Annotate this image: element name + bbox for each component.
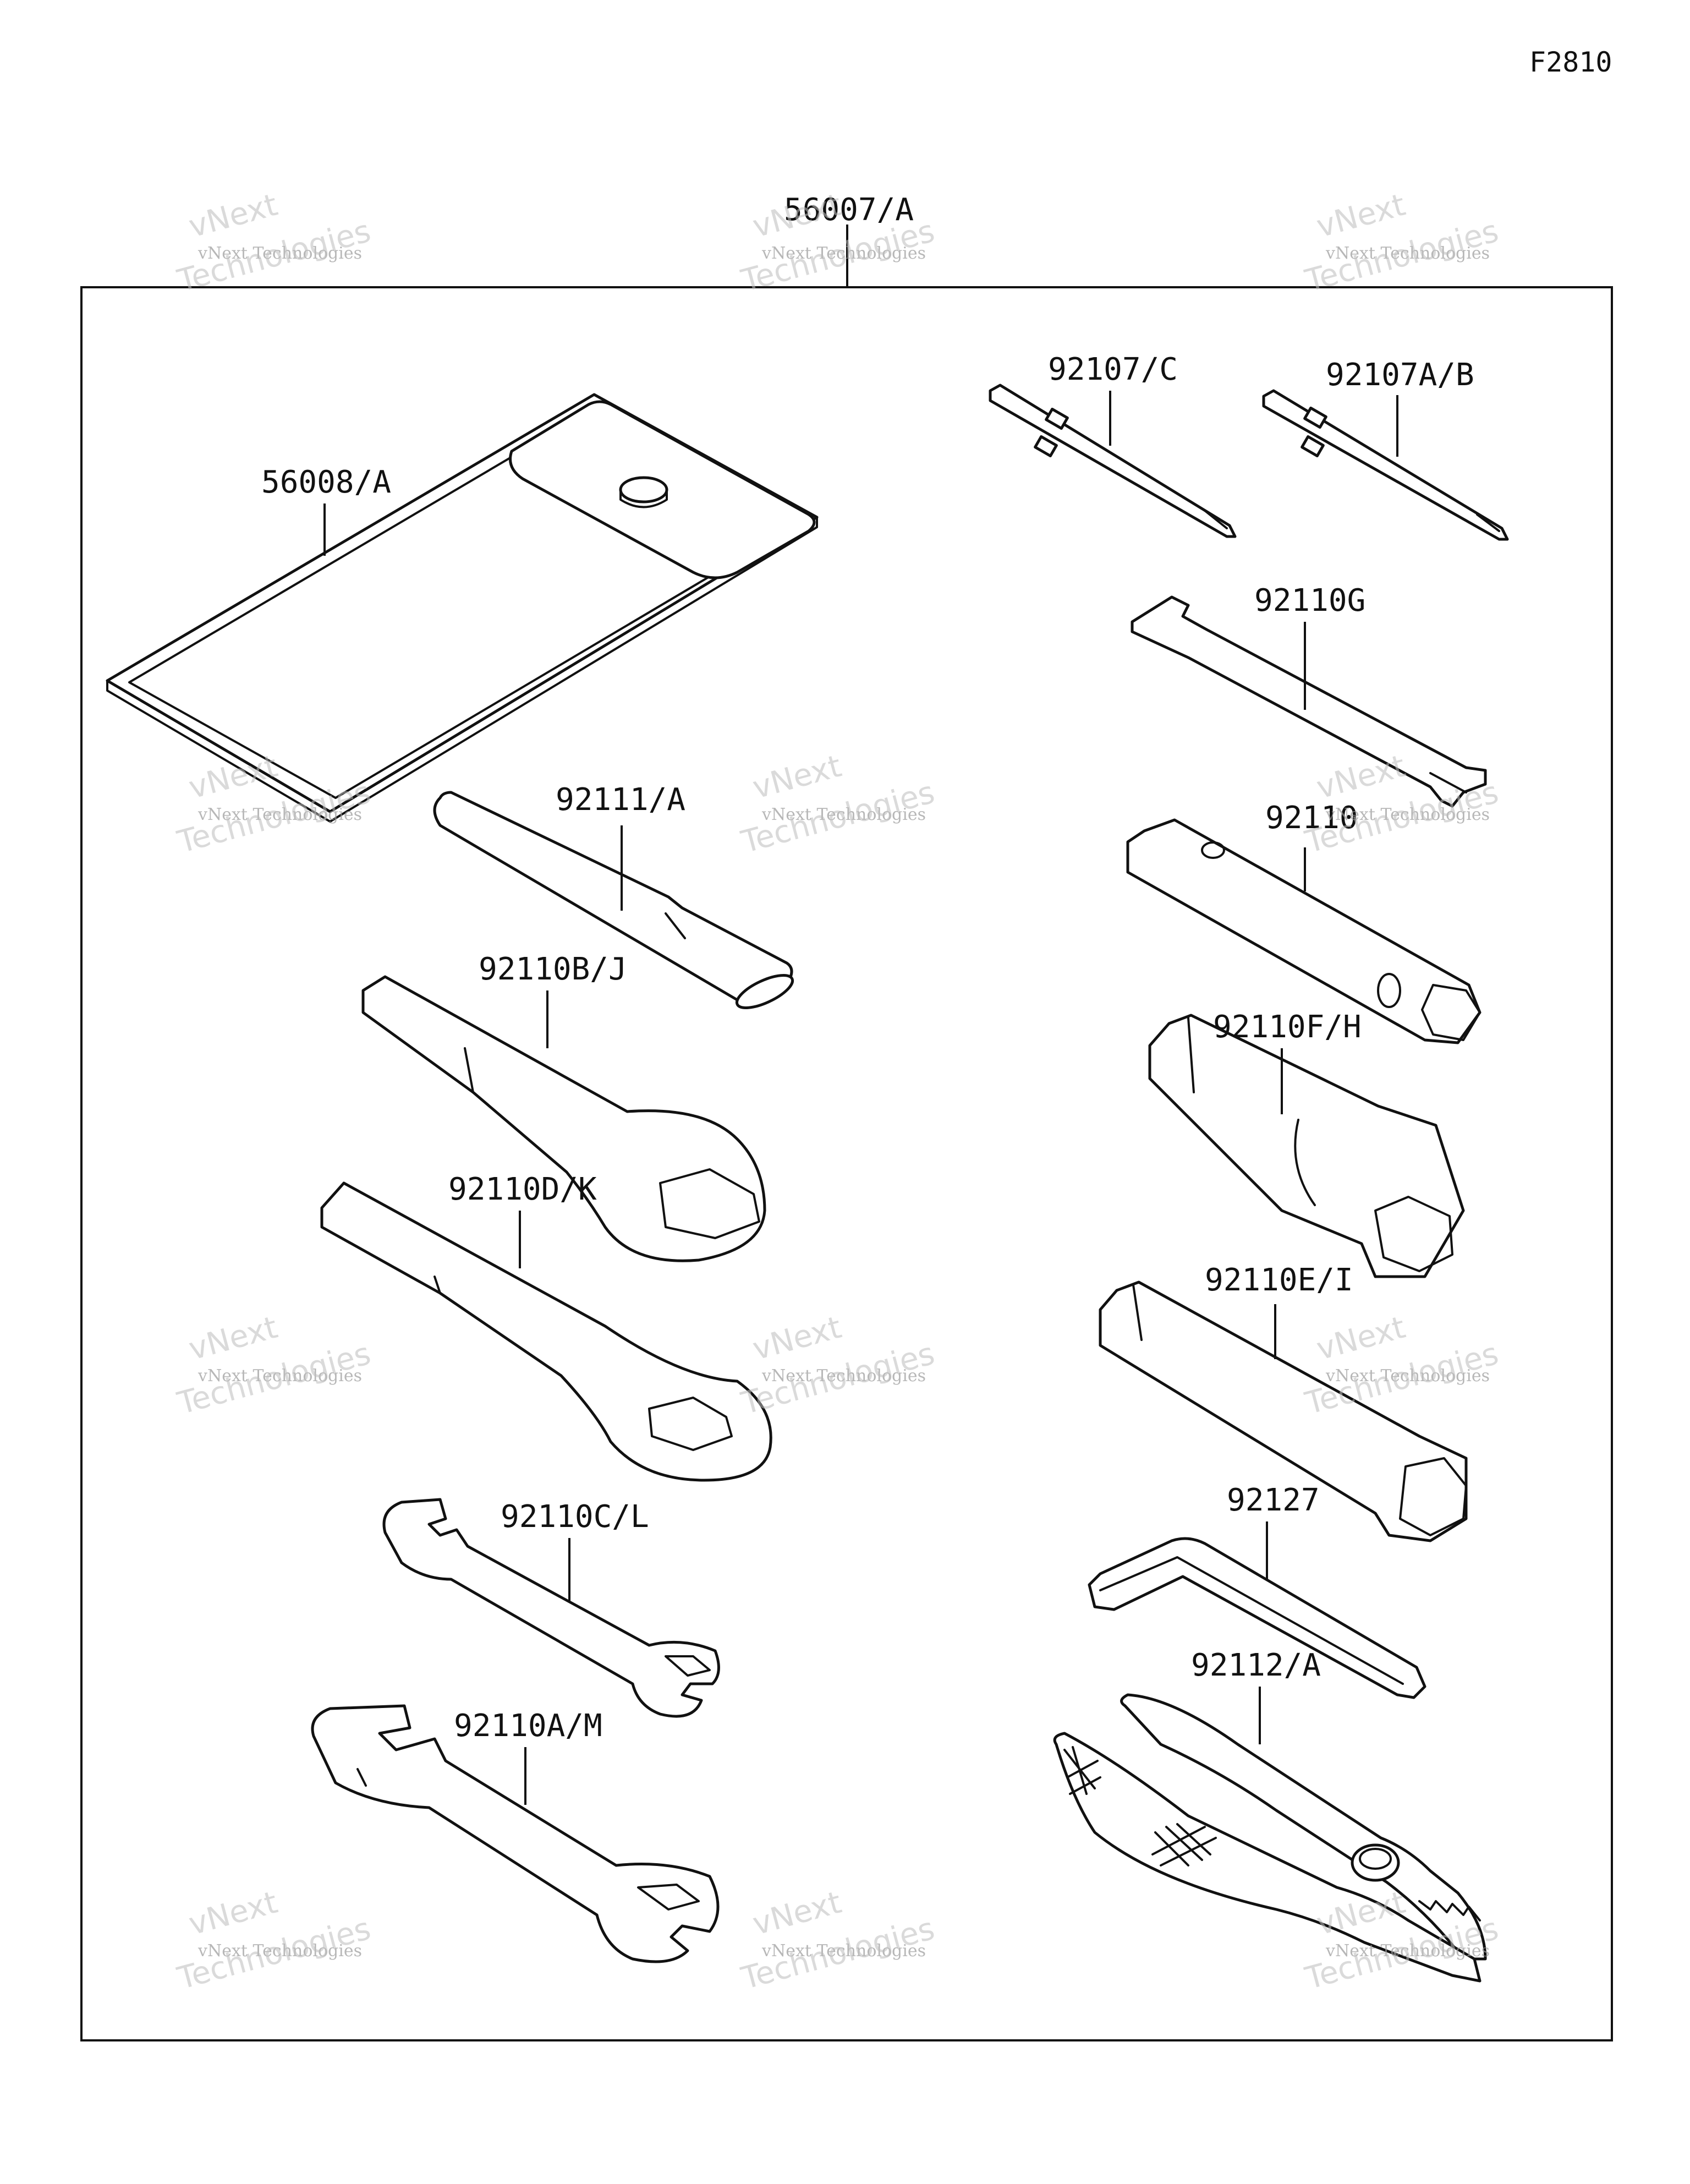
watermark: vNext vNext Technologies Technologies	[1301, 187, 1502, 299]
svg-text:vNext: vNext	[1313, 1310, 1409, 1367]
watermark: vNext vNext Technologies Technologies	[173, 1310, 374, 1422]
pliers-92112[interactable]	[1053, 1693, 1487, 1983]
svg-text:vNext: vNext	[185, 748, 281, 806]
callout-92107[interactable]: 92107/C	[1048, 352, 1178, 446]
callout-92110am[interactable]: 92110A/M	[454, 1708, 602, 1805]
svg-text:vNext Technologies: vNext Technologies	[1325, 805, 1490, 824]
screwdriver-bit-92107a[interactable]	[1262, 389, 1509, 541]
callout-92111[interactable]: 92111/A	[556, 782, 685, 911]
part-label-92110dk: 92110D/K	[448, 1172, 597, 1207]
spoke-wrench-92110g[interactable]	[1131, 595, 1487, 808]
svg-text:vNext: vNext	[749, 748, 845, 806]
watermark: vNext vNext Technologies Technologies	[737, 1310, 938, 1422]
hex-key-92127[interactable]	[1088, 1537, 1426, 1699]
part-label-92110cl: 92110C/L	[501, 1499, 649, 1535]
plug-wrench-92110[interactable]	[1126, 818, 1482, 1044]
part-label-92110fh: 92110F/H	[1213, 1009, 1362, 1045]
diagram-code: F2810	[1529, 46, 1612, 78]
svg-text:vNext Technologies: vNext Technologies	[197, 244, 362, 263]
svg-text:vNext: vNext	[749, 1310, 845, 1367]
watermark: vNext vNext Technologies Technologies	[737, 1885, 938, 1997]
part-label-92127: 92127	[1227, 1482, 1320, 1518]
callout-92110dk[interactable]: 92110D/K	[448, 1172, 597, 1268]
svg-text:vNext Technologies: vNext Technologies	[197, 1366, 362, 1386]
callout-92107a[interactable]: 92107A/B	[1326, 357, 1474, 457]
part-label-92107a: 92107A/B	[1326, 357, 1474, 393]
callout-56007[interactable]: 56007/A	[784, 192, 914, 287]
box-wrench-92110bj[interactable]	[361, 975, 766, 1262]
part-label-92110bj: 92110B/J	[479, 951, 627, 987]
part-label-92110: 92110	[1265, 800, 1358, 836]
svg-text:vNext: vNext	[1313, 187, 1409, 245]
part-label-92112: 92112/A	[1191, 1647, 1321, 1683]
callout-92110bj[interactable]: 92110B/J	[479, 951, 627, 1048]
svg-text:vNext: vNext	[749, 1885, 845, 1942]
svg-text:vNext Technologies: vNext Technologies	[197, 805, 362, 824]
svg-text:vNext Technologies: vNext Technologies	[761, 805, 926, 824]
svg-text:vNext: vNext	[1313, 748, 1409, 806]
svg-text:vNext: vNext	[185, 187, 281, 245]
part-label-56008: 56008/A	[261, 464, 391, 500]
svg-text:vNext Technologies: vNext Technologies	[197, 1941, 362, 1961]
svg-text:vNext Technologies: vNext Technologies	[1325, 1941, 1490, 1961]
open-wrench-92110am[interactable]	[311, 1704, 720, 1963]
screwdriver-bit-92107[interactable]	[989, 384, 1237, 538]
part-label-56007: 56007/A	[784, 192, 914, 228]
callout-92110fh[interactable]: 92110F/H	[1213, 1009, 1362, 1114]
svg-text:vNext Technologies: vNext Technologies	[761, 1366, 926, 1386]
svg-text:vNext Technologies: vNext Technologies	[1325, 1366, 1490, 1386]
svg-text:vNext: vNext	[185, 1885, 281, 1942]
callout-92127[interactable]: 92127	[1227, 1482, 1320, 1579]
svg-text:vNext Technologies: vNext Technologies	[761, 244, 926, 263]
tool-bag[interactable]	[106, 393, 819, 823]
svg-text:vNext: vNext	[185, 1310, 281, 1367]
box-wrench-92110dk[interactable]	[320, 1181, 772, 1482]
open-wrench-92110cl[interactable]	[382, 1498, 720, 1718]
svg-text:vNext Technologies: vNext Technologies	[761, 1941, 926, 1961]
callout-92110ei[interactable]: 92110E/I	[1205, 1262, 1353, 1359]
watermark: vNext vNext Technologies Technologies	[1301, 1310, 1502, 1422]
plug-wrench-92110ei[interactable]	[1099, 1280, 1468, 1542]
svg-text:vNext Technologies: vNext Technologies	[1325, 244, 1490, 263]
plug-wrench-92110fh[interactable]	[1148, 1014, 1465, 1278]
part-label-92110ei: 92110E/I	[1205, 1262, 1353, 1298]
part-label-92111: 92111/A	[556, 782, 685, 818]
callout-92110cl[interactable]: 92110C/L	[501, 1499, 649, 1601]
handle-bar-92111[interactable]	[433, 791, 797, 1014]
callout-92112[interactable]: 92112/A	[1191, 1647, 1321, 1744]
callout-92110g[interactable]: 92110G	[1254, 583, 1365, 710]
part-label-92107: 92107/C	[1048, 352, 1178, 387]
part-label-92110g: 92110G	[1254, 583, 1365, 618]
watermark: vNext vNext Technologies Technologies	[173, 187, 374, 299]
watermark: vNext vNext Technologies Technologies	[173, 1885, 374, 1997]
part-label-92110am: 92110A/M	[454, 1708, 602, 1744]
callout-92110[interactable]: 92110	[1265, 800, 1358, 891]
callout-56008[interactable]: 56008/A	[261, 464, 391, 556]
watermark: vNext vNext Technologies Technologies	[737, 748, 938, 861]
